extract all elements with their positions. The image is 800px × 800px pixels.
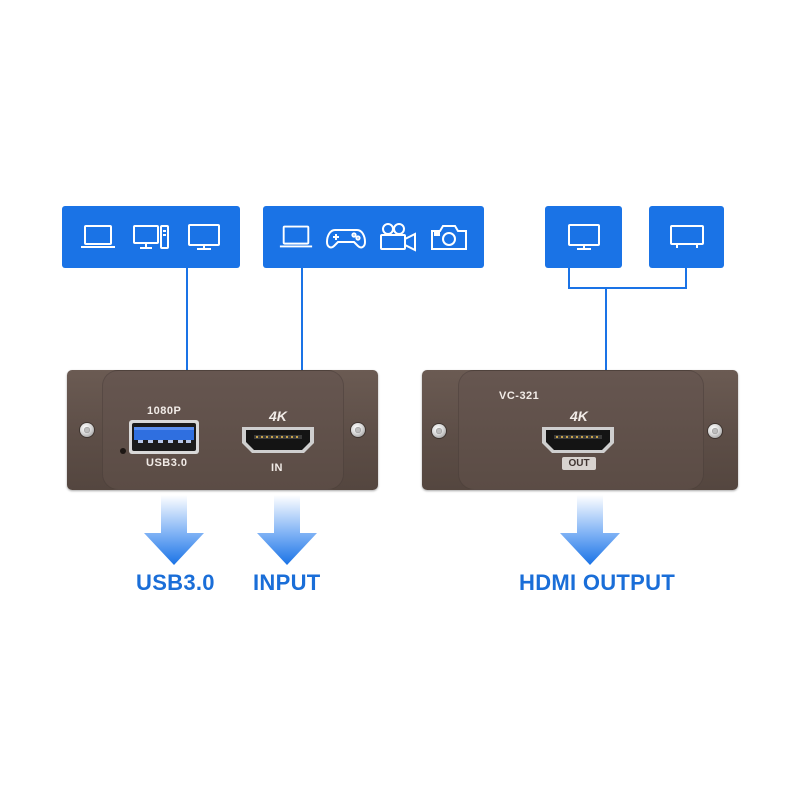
output-side-panel: VC-321 4K OUT	[422, 370, 738, 490]
output-tv-box	[649, 206, 724, 268]
hdmi-out-4k-badge: 4K	[570, 408, 588, 424]
output-monitor-drop-line	[568, 268, 570, 288]
usb-resolution-label: 1080P	[147, 405, 182, 417]
status-led	[120, 448, 126, 454]
hdmi-in-label: IN	[271, 462, 283, 474]
output-horizontal-line	[568, 287, 687, 289]
usb-label: USB3.0	[136, 570, 215, 595]
tv-icon	[669, 225, 704, 248]
input-label: INPUT	[253, 570, 321, 595]
laptop-icon	[280, 225, 313, 248]
output-down-arrow-icon	[560, 495, 620, 565]
input-source-devices-box	[263, 206, 484, 268]
photo-camera-icon	[430, 225, 467, 250]
screw-icon	[80, 423, 94, 437]
hdmi-out-label: OUT	[562, 457, 596, 470]
monitor-icon	[567, 224, 600, 250]
hdmi-in-port[interactable]	[240, 425, 316, 455]
screw-icon	[351, 423, 365, 437]
usb-down-arrow-icon	[144, 495, 204, 565]
output-tv-drop-line	[685, 268, 687, 288]
usb-connector-line	[186, 268, 188, 422]
hdmi-out-port[interactable]	[540, 425, 616, 455]
video-camera-icon	[379, 223, 416, 252]
usb3-port[interactable]	[129, 420, 199, 454]
usb-host-devices-box	[62, 206, 240, 268]
input-side-panel: 1080P USB3.0 4K IN	[67, 370, 378, 490]
input-down-arrow-icon	[257, 495, 317, 565]
gamepad-icon	[326, 229, 367, 249]
model-label: VC-321	[499, 390, 540, 402]
laptop-icon	[81, 225, 115, 248]
input-connector-line	[301, 268, 303, 429]
hdmi-in-4k-badge: 4K	[269, 408, 287, 424]
desktop-computer-icon	[133, 225, 169, 249]
output-monitor-box	[545, 206, 622, 268]
hdmi-output-label: HDMI OUTPUT	[519, 570, 676, 595]
screw-icon	[708, 424, 722, 438]
usb-port-label: USB3.0	[146, 457, 188, 469]
monitor-icon	[188, 224, 220, 250]
output-connector-line	[605, 287, 607, 430]
screw-icon	[432, 424, 446, 438]
